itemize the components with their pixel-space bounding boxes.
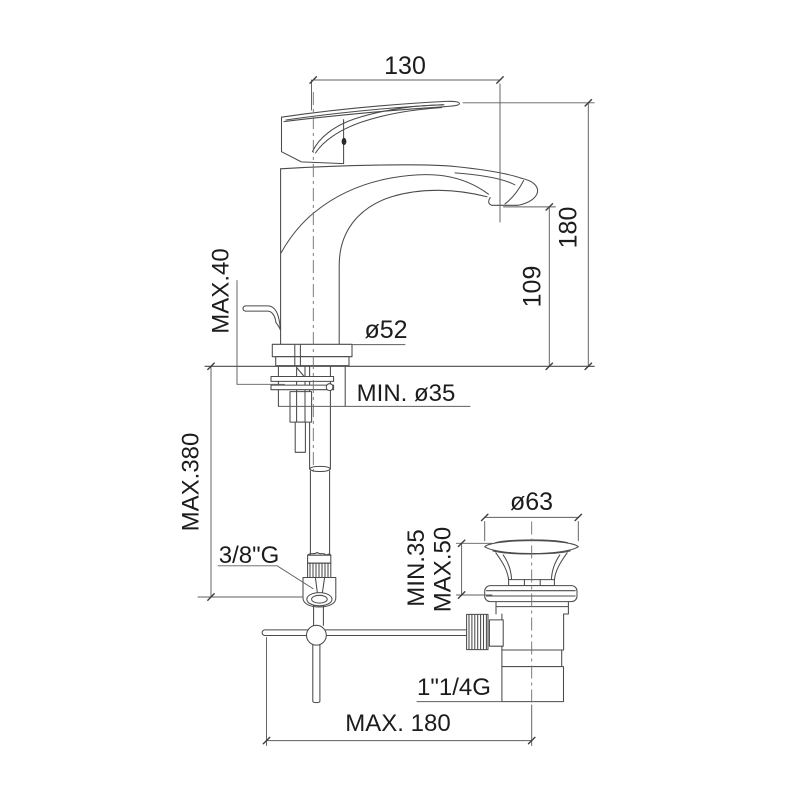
label-waste-min-thickness: MIN.35	[403, 529, 430, 606]
label-max-deck-thickness: MAX.40	[208, 248, 235, 333]
dim-spout-height: 109	[519, 266, 547, 308]
label-waste-thread: 1"1/4G	[417, 674, 491, 701]
label-waste-max-thickness: MAX.50	[430, 527, 457, 612]
dim-spout-projection: 130	[384, 52, 426, 80]
faucet-outline	[242, 100, 539, 367]
supply-hose-fitting	[302, 551, 337, 626]
label-min-hole-diameter: MIN. ø35	[357, 380, 456, 407]
dimension-lines	[197, 76, 595, 746]
dim-max-rod-reach: MAX. 180	[345, 710, 450, 737]
handle-indicator-dot	[341, 137, 347, 146]
label-base-diameter: ø52	[364, 316, 407, 344]
dim-overall-height: 180	[555, 207, 583, 249]
label-waste-flange-diameter: ø63	[510, 488, 553, 516]
label-max-supply-length: MAX.380	[178, 433, 205, 532]
centerlines	[312, 92, 533, 703]
label-supply-thread: 3/8"G	[219, 542, 280, 569]
pop-up-rod	[261, 624, 468, 704]
